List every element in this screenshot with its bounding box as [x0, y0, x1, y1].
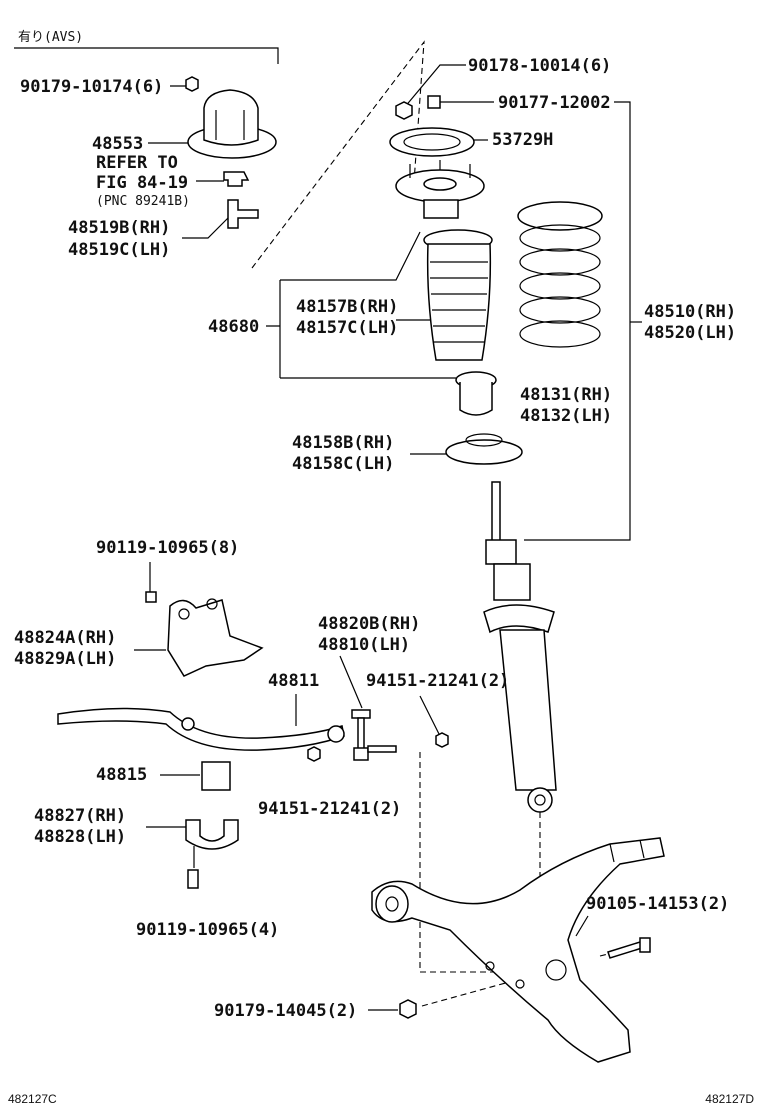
label-48828: 48828(LH) [34, 827, 126, 847]
leader-48519 [182, 217, 229, 239]
stabilizer-link-48820 [351, 709, 397, 761]
label-53729h: 53729H [492, 130, 553, 150]
label-90119-10965-8: 90119-10965(8) [96, 538, 239, 558]
bushing-bracket-48827 [185, 819, 239, 850]
lower-control-arm [371, 837, 665, 1063]
coil-spring-48131 [517, 201, 603, 348]
leader-90105 [575, 915, 589, 937]
label-48519c: 48519C(LH) [68, 240, 170, 260]
leader-94151-a [419, 695, 441, 737]
nut-90177 [427, 95, 441, 109]
leader-48820 [339, 655, 363, 709]
footer-code-left: 482127C [8, 1092, 57, 1106]
nut-90179-10174 [185, 76, 199, 92]
label-48510: 48510(RH) [644, 302, 736, 322]
nut-94151-b [307, 746, 321, 762]
leader-48510-assembly [524, 101, 631, 541]
bolt-90119-8 [145, 591, 157, 603]
upper-support-mount [395, 160, 485, 219]
label-48157b: 48157B(RH) [296, 297, 398, 317]
bolt-90105 [607, 941, 643, 959]
label-48810: 48810(LH) [318, 635, 410, 655]
label-90119-10965-4: 90119-10965(4) [136, 920, 279, 940]
leader-90178 [403, 64, 466, 109]
label-48158b: 48158B(RH) [292, 433, 394, 453]
shock-absorber-strut [483, 481, 557, 813]
label-48158c: 48158C(LH) [292, 454, 394, 474]
label-90105: 90105-14153(2) [586, 894, 729, 914]
bracket-48680 [266, 231, 456, 379]
spring-seat-48158 [445, 433, 523, 465]
label-48680: 48680 [208, 317, 259, 337]
stabilizer-bracket-48824 [167, 598, 264, 677]
bracket-48519 [227, 199, 259, 229]
avs-group-dashed-outline [251, 40, 425, 269]
bushing-48815 [201, 761, 231, 791]
bolt-90119-4 [187, 869, 199, 889]
label-94151-a: 94151-21241(2) [366, 671, 509, 691]
refer-note-line1: REFER TO [96, 153, 178, 173]
label-48553: 48553 [92, 134, 143, 154]
stabilizer-bar-48811 [57, 707, 345, 751]
avs-header: 有り(AVS) [18, 30, 83, 45]
label-90179-14045: 90179-14045(2) [214, 1001, 357, 1021]
avs-actuator-48553 [187, 89, 277, 159]
label-48811: 48811 [268, 671, 319, 691]
label-48815: 48815 [96, 765, 147, 785]
footer-code-right: 482127D [705, 1092, 754, 1106]
bump-stopper [455, 371, 497, 416]
label-90177: 90177-12002 [498, 93, 611, 113]
bolt-90105-head [639, 937, 651, 953]
avs-bracket-line [14, 47, 279, 64]
label-90178: 90178-10014(6) [468, 56, 611, 76]
avs-connector [223, 171, 250, 187]
nut-90179-14045 [399, 999, 417, 1019]
label-48829a: 48829A(LH) [14, 649, 116, 669]
label-48827: 48827(RH) [34, 806, 126, 826]
label-48132: 48132(LH) [520, 406, 612, 426]
label-48820b: 48820B(RH) [318, 614, 420, 634]
label-90179-10174: 90179-10174(6) [20, 77, 163, 97]
label-48131: 48131(RH) [520, 385, 612, 405]
label-48824a: 48824A(RH) [14, 628, 116, 648]
nut-90178 [395, 101, 413, 120]
label-94151-b: 94151-21241(2) [258, 799, 401, 819]
refer-note-line3: (PNC 89241B) [96, 194, 190, 209]
label-48520: 48520(LH) [644, 323, 736, 343]
refer-note-line2: FIG 84-19 [96, 173, 188, 193]
label-48519b: 48519B(RH) [68, 218, 170, 238]
dust-boot-48157 [423, 229, 493, 361]
nut-94151-a [435, 732, 449, 748]
label-48157c: 48157C(LH) [296, 318, 398, 338]
insulator-53729h [389, 127, 475, 157]
